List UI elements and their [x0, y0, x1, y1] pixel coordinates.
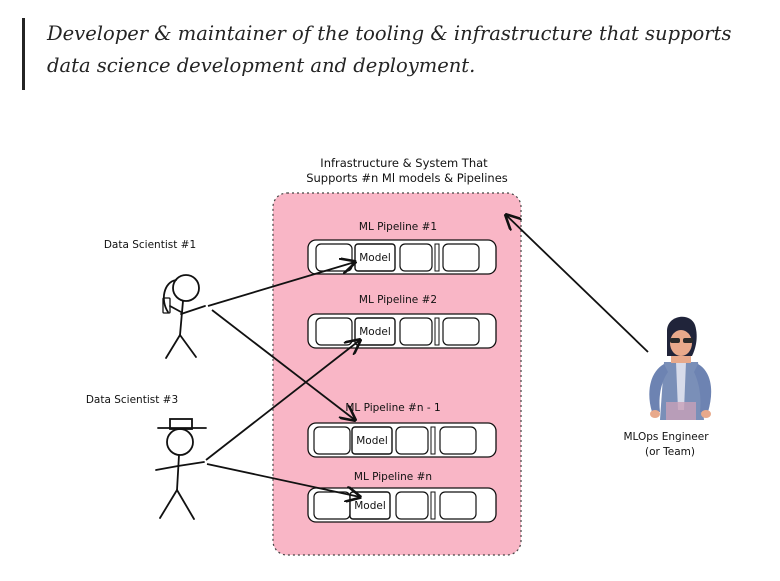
- pipeline-stage: [315, 243, 353, 272]
- engineer-label-line1: MLOps Engineer: [623, 431, 709, 443]
- leg: [179, 334, 197, 358]
- pipeline-stage: [434, 317, 440, 346]
- ponytail: [162, 279, 177, 313]
- infra-title-line1: Infrastructure & System That: [320, 156, 488, 170]
- arrow-ds1-to-pipeline1: [207, 262, 355, 307]
- pipeline-stage: [399, 243, 433, 272]
- model-label: Model: [359, 326, 391, 338]
- engineer-label-line2: (or Team): [645, 446, 695, 458]
- pipeline-stage: [439, 426, 477, 455]
- scientist-1-label: Data Scientist #1: [104, 239, 196, 251]
- leg: [165, 334, 181, 359]
- model-box: [354, 317, 396, 346]
- arm: [180, 305, 206, 315]
- model-label: Model: [359, 252, 391, 264]
- model-label: Model: [356, 435, 388, 447]
- arrow-ds3-to-pipeline-n: [206, 463, 360, 497]
- mlops-engineer-avatar: [649, 316, 712, 420]
- pipeline-stage: [313, 426, 351, 455]
- scientist-3-figure: [155, 418, 207, 520]
- pipeline-stage: [442, 317, 480, 346]
- head: [166, 428, 194, 456]
- pipeline-stage: [313, 491, 351, 520]
- arm: [177, 461, 205, 467]
- arm: [169, 305, 182, 313]
- pipeline-stage: [430, 491, 436, 520]
- pipeline-stage: [442, 243, 480, 272]
- pipeline-stage: [395, 426, 429, 455]
- pipeline-stage: [434, 243, 440, 272]
- leg: [176, 489, 195, 520]
- pipeline-stage: [395, 491, 429, 520]
- infra-title-line2: Supports #n Ml models & Pipelines: [306, 171, 508, 185]
- model-label: Model: [354, 500, 386, 512]
- pipeline-stage: [430, 426, 436, 455]
- scientist-1-figure: [162, 274, 206, 359]
- pipeline-n-minus-1: ML Pipeline #n - 1 Model: [307, 402, 497, 458]
- pipeline-stage: [315, 317, 353, 346]
- body: [179, 300, 184, 336]
- arrow-engineer-to-infrastructure: [506, 215, 649, 353]
- pipeline-label: ML Pipeline #n: [354, 471, 432, 483]
- scientist-3-label: Data Scientist #3: [86, 394, 178, 406]
- pipeline-label: ML Pipeline #n - 1: [345, 402, 440, 414]
- body: [176, 454, 180, 491]
- blockquote: Developer & maintainer of the tooling & …: [22, 18, 770, 90]
- pipeline-label: ML Pipeline #2: [359, 294, 437, 306]
- pipeline-stage: [439, 491, 477, 520]
- leg: [159, 489, 178, 519]
- infrastructure-box: [272, 192, 522, 556]
- quote-text: Developer & maintainer of the tooling & …: [47, 22, 732, 77]
- deploy-arrows: [205, 215, 649, 497]
- model-box: [351, 426, 393, 455]
- pipeline-label: ML Pipeline #1: [359, 221, 437, 233]
- arrow-ds3-to-pipeline2: [205, 340, 360, 461]
- arrow-ds1-to-pipeline-n-minus-1: [211, 309, 355, 420]
- pipeline-stage: [399, 317, 433, 346]
- arm: [155, 465, 179, 471]
- head: [172, 274, 200, 302]
